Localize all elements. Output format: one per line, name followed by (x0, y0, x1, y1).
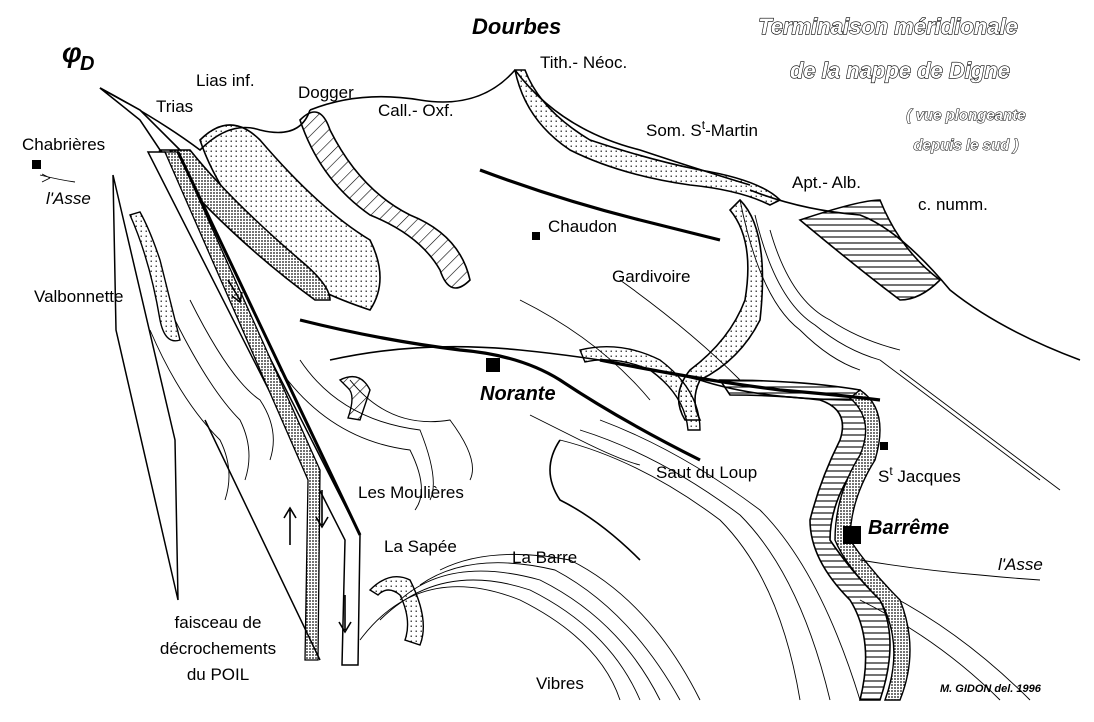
label-barreme: Barrême (868, 517, 949, 539)
label-tith-neoc: Tith.- Néoc. (540, 53, 627, 72)
valbonnette-band (129, 211, 181, 342)
tith-neoc-band (514, 69, 782, 206)
chabrieres-marker (32, 160, 41, 169)
label-chaudon: Chaudon (548, 217, 617, 236)
norante-marker (486, 358, 500, 372)
label-st-jacques: St Jacques (878, 464, 961, 486)
title-line1: Terminaison méridionale (758, 14, 1018, 39)
label-lias: Lias inf. (196, 71, 255, 90)
fault-bundle-line1: faisceau de (175, 613, 262, 632)
moulieres-fold (338, 376, 371, 421)
subtitle-line2: depuis le sud ) (913, 137, 1018, 154)
c-numm-band (798, 199, 942, 301)
label-chabrieres: Chabrières (22, 135, 105, 154)
saut-du-loup-band (579, 346, 701, 431)
poil-fault-bundle (99, 87, 362, 666)
author-credit: M. GIDON del. 1996 (940, 683, 1042, 695)
barreme-rim (834, 389, 911, 701)
label-call-oxf: Call.- Oxf. (378, 101, 454, 120)
dogger-band (299, 111, 471, 289)
asse-river-east (859, 559, 1041, 581)
subtitle-line1: ( vue plongeante (906, 107, 1025, 124)
fault-bundle-label: faisceau de décrochements du POIL (160, 613, 276, 684)
phi-subscript: D (80, 53, 94, 75)
fault-bundle-line2: décrochements (160, 639, 276, 658)
sapee-fold (368, 576, 425, 646)
label-vibres: Vibres (536, 674, 584, 693)
label-trias: Trias (156, 97, 193, 116)
st-jacques-marker (880, 442, 888, 450)
label-valbonnette: Valbonnette (34, 287, 123, 306)
title-block: Terminaison méridionale de la nappe de D… (758, 13, 1026, 154)
label-som-st-martin: Som. St-Martin (646, 118, 758, 140)
fault-bundle-line3: du POIL (187, 665, 249, 684)
asse-river-west (39, 173, 76, 183)
asse-river-mid (529, 414, 641, 466)
label-asse-west: l'Asse (46, 189, 91, 208)
label-moulieres: Les Moulières (358, 483, 464, 502)
barreme-marker (843, 526, 861, 544)
barreme-syncline (718, 379, 891, 701)
label-asse-east: l'Asse (998, 555, 1043, 574)
phi-symbol: φ (62, 37, 82, 68)
relief-contours (149, 199, 1061, 701)
title-line2: de la nappe de Digne (790, 58, 1010, 83)
label-apt-alb: Apt.- Alb. (792, 173, 861, 192)
label-sapee: La Sapée (384, 537, 457, 556)
label-norante: Norante (480, 383, 556, 405)
label-c-numm: c. numm. (918, 195, 988, 214)
chaudon-marker (532, 232, 540, 240)
label-gardivoire: Gardivoire (612, 267, 690, 286)
label-dogger: Dogger (298, 83, 354, 102)
label-saut-du-loup: Saut du Loup (656, 463, 757, 482)
label-la-barre: La Barre (512, 548, 577, 567)
label-dourbes: Dourbes (472, 14, 561, 39)
